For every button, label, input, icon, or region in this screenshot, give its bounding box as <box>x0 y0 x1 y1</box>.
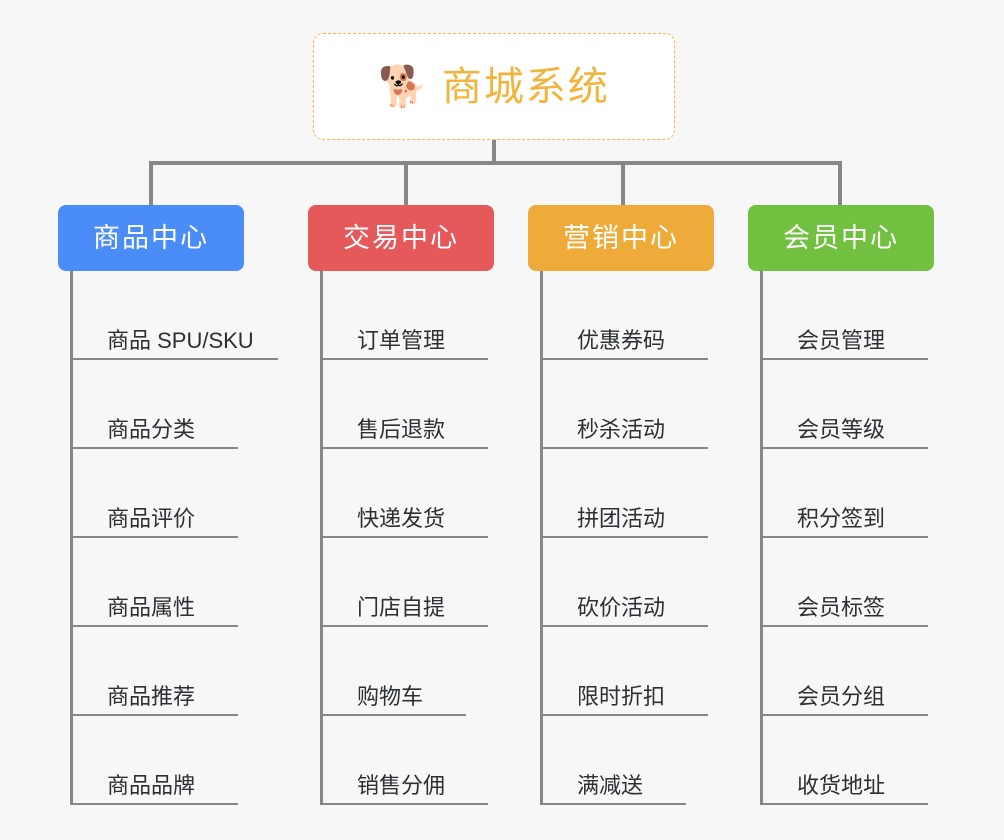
category-box-product-center[interactable]: 商品中心 <box>58 205 244 271</box>
category-label: 交易中心 <box>343 222 459 253</box>
leaf-label: 会员分组 <box>797 684 886 709</box>
category-box-marketing-center[interactable]: 营销中心 <box>528 205 714 271</box>
leaf-label: 购物车 <box>357 684 424 709</box>
leaf-label: 销售分佣 <box>357 773 446 798</box>
column-member-center: 会员中心会员管理会员等级积分签到会员标签会员分组收货地址 <box>748 205 934 805</box>
leaf-label: 会员管理 <box>797 328 886 353</box>
leaf-item[interactable]: 销售分佣 <box>323 716 488 805</box>
leaf-label: 订单管理 <box>357 328 446 353</box>
leaf-label: 限时折扣 <box>577 684 666 709</box>
root-node[interactable]: 🐕 商城系统 <box>313 33 675 140</box>
leaf-label: 秒杀活动 <box>577 417 666 442</box>
leaf-item[interactable]: 拼团活动 <box>543 449 708 538</box>
leaf-list-product-center: 商品 SPU/SKU 商品分类商品评价商品属性商品推荐商品品牌 <box>70 271 278 805</box>
leaf-label: 商品评价 <box>107 506 196 531</box>
leaf-item[interactable]: 满减送 <box>543 716 686 805</box>
leaf-label: 售后退款 <box>357 417 446 442</box>
leaf-label: 满减送 <box>577 773 644 798</box>
connector-drop-member-center <box>838 161 842 205</box>
leaf-label: 拼团活动 <box>577 506 666 531</box>
leaf-item[interactable]: 商品属性 <box>73 538 238 627</box>
connector-horizontal-bus <box>149 161 840 165</box>
leaf-item[interactable]: 商品评价 <box>73 449 238 538</box>
connector-drop-trade-center <box>404 161 408 205</box>
column-product-center: 商品中心商品 SPU/SKU 商品分类商品评价商品属性商品推荐商品品牌 <box>58 205 278 805</box>
category-label: 会员中心 <box>783 222 899 253</box>
leaf-item[interactable]: 商品 SPU/SKU <box>73 271 278 360</box>
category-label: 商品中心 <box>93 222 209 253</box>
leaf-label: 快递发货 <box>357 506 446 531</box>
leaf-item[interactable]: 售后退款 <box>323 360 488 449</box>
leaf-list-marketing-center: 优惠券码秒杀活动拼团活动砍价活动限时折扣满减送 <box>540 271 714 805</box>
leaf-label: 优惠券码 <box>577 328 666 353</box>
leaf-label: 收货地址 <box>797 773 886 798</box>
leaf-item[interactable]: 订单管理 <box>323 271 488 360</box>
leaf-item[interactable]: 会员标签 <box>763 538 928 627</box>
leaf-item[interactable]: 优惠券码 <box>543 271 708 360</box>
leaf-label: 商品属性 <box>107 595 196 620</box>
leaf-item[interactable]: 会员等级 <box>763 360 928 449</box>
leaf-label: 砍价活动 <box>577 595 666 620</box>
leaf-item[interactable]: 会员管理 <box>763 271 928 360</box>
column-trade-center: 交易中心订单管理售后退款快递发货门店自提购物车销售分佣 <box>308 205 494 805</box>
leaf-item[interactable]: 会员分组 <box>763 627 928 716</box>
leaf-item[interactable]: 积分签到 <box>763 449 928 538</box>
leaf-item[interactable]: 秒杀活动 <box>543 360 708 449</box>
leaf-item[interactable]: 限时折扣 <box>543 627 708 716</box>
leaf-label: 积分签到 <box>797 506 886 531</box>
leaf-label: 商品品牌 <box>107 773 196 798</box>
leaf-item[interactable]: 快递发货 <box>323 449 488 538</box>
leaf-label: 商品 SPU/SKU <box>107 328 254 353</box>
root-title: 商城系统 <box>441 64 610 109</box>
connector-drop-marketing-center <box>621 161 625 205</box>
leaf-item[interactable]: 商品分类 <box>73 360 238 449</box>
leaf-item[interactable]: 收货地址 <box>763 716 928 805</box>
leaf-label: 会员等级 <box>797 417 886 442</box>
category-label: 营销中心 <box>563 222 679 253</box>
leaf-label: 会员标签 <box>797 595 886 620</box>
leaf-label: 商品推荐 <box>107 684 196 709</box>
leaf-list-trade-center: 订单管理售后退款快递发货门店自提购物车销售分佣 <box>320 271 494 805</box>
leaf-item[interactable]: 购物车 <box>323 627 466 716</box>
category-box-trade-center[interactable]: 交易中心 <box>308 205 494 271</box>
column-marketing-center: 营销中心优惠券码秒杀活动拼团活动砍价活动限时折扣满减送 <box>528 205 714 805</box>
leaf-label: 门店自提 <box>357 595 446 620</box>
leaf-item[interactable]: 门店自提 <box>323 538 488 627</box>
connector-drop-product-center <box>149 161 153 205</box>
category-box-member-center[interactable]: 会员中心 <box>748 205 934 271</box>
leaf-label: 商品分类 <box>107 417 196 442</box>
leaf-item[interactable]: 砍价活动 <box>543 538 708 627</box>
leaf-item[interactable]: 商品推荐 <box>73 627 238 716</box>
leaf-list-member-center: 会员管理会员等级积分签到会员标签会员分组收货地址 <box>760 271 934 805</box>
connector-root-stem <box>492 140 496 163</box>
leaf-item[interactable]: 商品品牌 <box>73 716 238 805</box>
shiba-dog-icon: 🐕 <box>378 64 428 109</box>
